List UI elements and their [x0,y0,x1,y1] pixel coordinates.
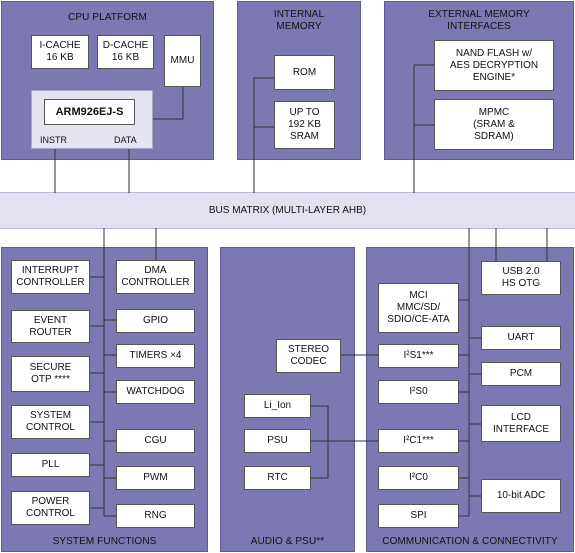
i2c0-box: I²C0 [378,466,459,490]
gpio-box: GPIO [116,309,195,333]
adc-box: 10-bit ADC [481,479,561,513]
pll-box: PLL [11,453,90,477]
stereo-codec-box: STEREO CODEC [276,339,341,373]
nand-flash-box: NAND FLASH w/ AES DECRYPTION ENGINE* [434,40,554,91]
i2c1-box: I²C1*** [378,429,459,453]
event-router-box: EVENT ROUTER [11,310,90,343]
sram-box: UP TO 192 KB SRAM [274,101,335,149]
communication-title: COMMUNICATION & CONNECTIVITY [382,536,558,547]
dma-controller-box: DMA CONTROLLER [116,260,195,294]
mpmc-box: MPMC (SRAM & SDRAM) [434,99,554,150]
i2s1-box: I²S1*** [378,344,459,368]
li-ion-box: Li_Ion [244,394,311,418]
rtc-box: RTC [244,466,311,490]
pcm-box: PCM [481,362,561,386]
pwm-box: PWM [116,466,195,490]
bus-matrix: BUS MATRIX (MULTI-LAYER AHB) [0,192,575,229]
dcache-box: D-CACHE 16 KB [97,35,154,69]
i2s0-box: I²S0 [378,380,459,404]
power-control-box: POWER CONTROL [11,491,90,525]
psu-box: PSU [244,429,311,453]
uart-box: UART [481,326,561,350]
timers-box: TIMERS ×4 [116,344,195,368]
arm-core-box: ARM926EJ-S [44,99,135,125]
system-functions-title: SYSTEM FUNCTIONS [52,536,157,547]
instr-label: INSTR [40,135,67,145]
cpu-platform-title: CPU PLATFORM [68,12,147,23]
icache-box: I-CACHE 16 KB [31,35,89,69]
watchdog-box: WATCHDOG [116,380,195,404]
rng-box: RNG [116,504,195,528]
lcd-interface-box: LCD INTERFACE [481,405,561,442]
internal-memory-title: INTERNAL MEMORY [273,9,325,32]
system-control-box: SYSTEM CONTROL [11,405,90,439]
rom-box: ROM [274,55,335,90]
mci-box: MCI MMC/SD/ SDIO/CE-ATA [378,283,459,333]
external-memory-title: EXTERNAL MEMORY INTERFACES [428,9,530,32]
mmu-box: MMU [164,35,201,87]
interrupt-controller-box: INTERRUPT CONTROLLER [11,260,90,294]
audio-psu-title: AUDIO & PSU** [250,536,325,547]
cgu-box: CGU [116,429,195,453]
spi-box: SPI [378,504,459,528]
secure-otp-box: SECURE OTP **** [11,356,90,392]
data-label: DATA [114,135,137,145]
usb-otg-box: USB 2.0 HS OTG [481,261,561,295]
